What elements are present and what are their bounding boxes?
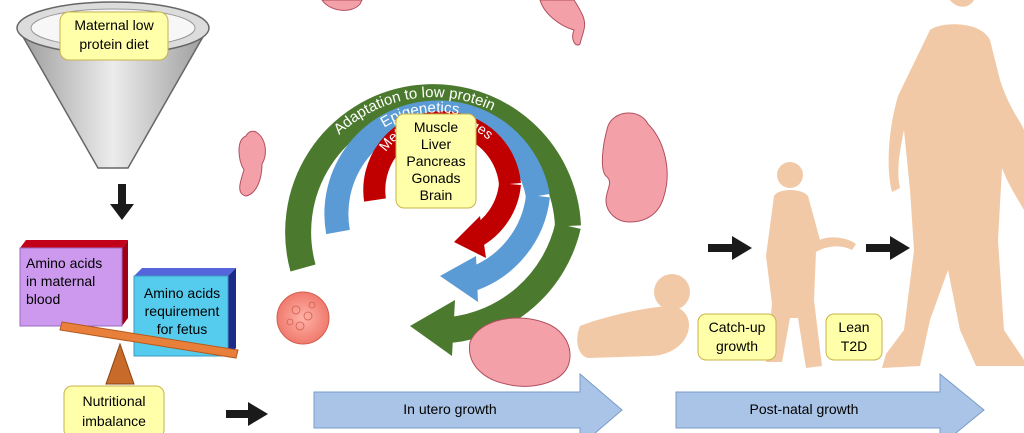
in-utero-arrow	[313, 372, 623, 433]
fetus-illustrations	[238, 0, 668, 387]
egg-cell	[276, 291, 330, 345]
adult-silhouette	[882, 0, 1024, 369]
adaptation-ring-tail	[448, 222, 581, 343]
requirement-line3: for fetus	[157, 321, 208, 337]
fetus-top-left	[321, 0, 363, 11]
fulcrum	[105, 342, 135, 385]
diet-label-line2: protein diet	[79, 36, 148, 52]
nutritional-line2: imbalance	[82, 413, 146, 429]
arrow-child-to-adult-icon	[866, 236, 910, 260]
organ-item: Brain	[420, 187, 453, 203]
lean-box: Lean T2D	[825, 313, 883, 361]
organ-item: Gonads	[411, 170, 460, 186]
maternal-blood-box	[19, 247, 123, 327]
requirement-line1: Amino acids	[144, 285, 220, 301]
fetus-bottom	[469, 317, 571, 387]
lean-line1: Lean	[838, 319, 869, 335]
maternal-line1: Amino acids	[26, 255, 102, 271]
embryo-left	[238, 130, 266, 197]
baby-silhouette	[577, 274, 690, 358]
organ-item: Pancreas	[406, 153, 465, 169]
adaptation-arrowhead	[410, 300, 455, 356]
catchup-line1: Catch-up	[709, 319, 766, 335]
maternal-line2: in maternal	[26, 273, 95, 289]
catchup-line2: growth	[716, 338, 758, 354]
requirement-line2: requirement	[145, 303, 220, 319]
funnel: Maternal low protein diet	[16, 1, 210, 169]
right-arrow-icon	[226, 402, 268, 426]
in-utero-label: In utero growth	[403, 401, 496, 417]
diet-label-line1: Maternal low	[74, 17, 154, 33]
adaptation-ring	[285, 84, 581, 272]
balance-scale: Amino acids in maternal blood Amino acid…	[19, 240, 239, 385]
lean-line2: T2D	[841, 338, 867, 354]
down-arrow-icon	[110, 184, 134, 220]
post-natal-label: Post-natal growth	[750, 401, 859, 417]
arrow-baby-to-child-icon	[708, 236, 752, 260]
diet-label-box	[59, 11, 169, 61]
catchup-box: Catch-up growth	[697, 313, 777, 361]
nutritional-line1: Nutritional	[82, 393, 145, 409]
lever-beam	[59, 321, 239, 359]
nutritional-imbalance-box: Nutritional imbalance	[63, 385, 165, 433]
fetus-right	[601, 112, 668, 223]
fetus-top-right	[539, 0, 586, 46]
post-natal-arrow	[675, 372, 985, 433]
organ-item: Muscle	[414, 119, 459, 135]
organ-item: Liver	[421, 136, 452, 152]
child-silhouette	[766, 162, 856, 368]
maternal-line3: blood	[26, 291, 60, 307]
